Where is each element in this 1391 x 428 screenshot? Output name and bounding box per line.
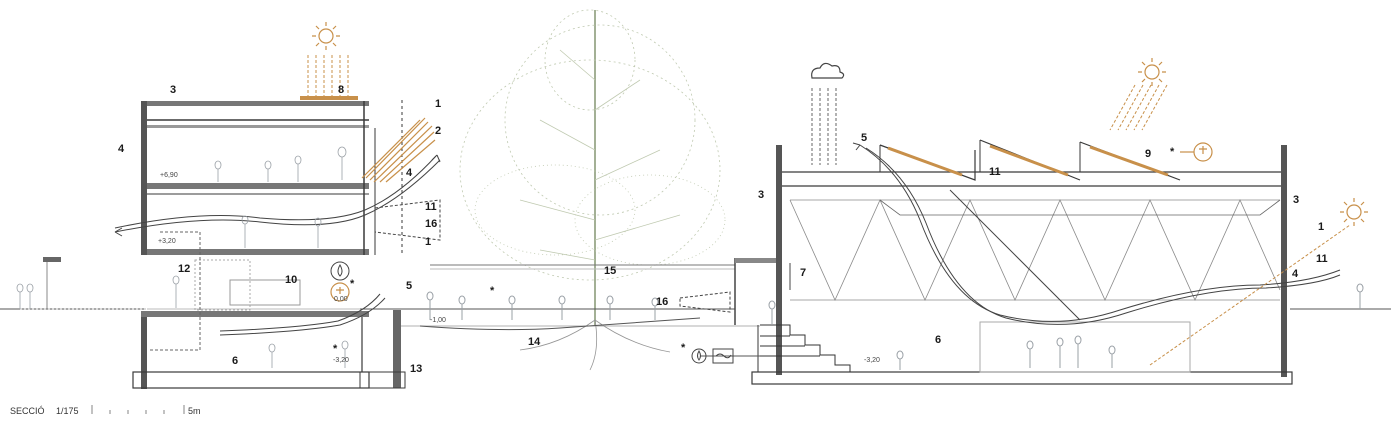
level-mark: +3,20 bbox=[158, 238, 176, 245]
power-plug-icon bbox=[1180, 142, 1213, 162]
level-mark: -3,20 bbox=[333, 357, 349, 364]
ground-line bbox=[0, 257, 1391, 327]
callout-label: 3 bbox=[758, 189, 764, 201]
callout-label: 5 bbox=[861, 132, 867, 144]
right-building bbox=[700, 84, 1364, 385]
callout-label: 5 bbox=[406, 280, 412, 292]
callout-label: 3 bbox=[170, 84, 176, 96]
callout-label: 3 bbox=[1293, 194, 1299, 206]
callout-label: 4 bbox=[118, 143, 125, 155]
level-mark: +6,90 bbox=[160, 172, 178, 179]
callout-label: * bbox=[1170, 146, 1175, 158]
left-building bbox=[16, 55, 441, 389]
callout-label: 15 bbox=[604, 265, 616, 277]
level-mark: -1,00 bbox=[430, 317, 446, 324]
scale-label: 1/175 bbox=[56, 406, 79, 416]
cloud-icon bbox=[811, 62, 845, 79]
level-mark: -3,20 bbox=[864, 357, 880, 364]
level-marks: +6,90 +3,20 0,00 -3,20 -3,20 -1,00 bbox=[158, 172, 880, 364]
scale-bar-end: 5m bbox=[188, 406, 201, 416]
callout-label: 16 bbox=[425, 218, 437, 230]
plaza bbox=[419, 258, 780, 331]
water-drop-icon bbox=[330, 261, 350, 281]
callout-label: 10 bbox=[285, 274, 297, 286]
callout-label: 4 bbox=[406, 167, 413, 179]
callout-label: 7 bbox=[800, 267, 806, 279]
power-plug-icon bbox=[330, 282, 350, 302]
callout-label: 4 bbox=[1292, 268, 1299, 280]
callout-label: 6 bbox=[232, 355, 238, 367]
callout-label: 11 bbox=[425, 201, 437, 213]
water-drop-icon bbox=[691, 348, 707, 364]
callout-label: 16 bbox=[656, 296, 668, 308]
callout-label: 1 bbox=[1318, 221, 1324, 233]
callout-label: 9 bbox=[1145, 148, 1151, 160]
sun-icon bbox=[1340, 198, 1368, 226]
callout-label: 1 bbox=[425, 236, 431, 248]
level-mark: 0,00 bbox=[334, 296, 348, 303]
callout-label: 8 bbox=[338, 84, 344, 96]
callout-label: * bbox=[350, 278, 355, 290]
central-tree bbox=[459, 9, 726, 371]
callout-label: 1 bbox=[435, 98, 441, 110]
callout-label: 2 bbox=[435, 125, 441, 137]
sun-icon bbox=[312, 22, 340, 50]
callout-label: 14 bbox=[528, 336, 541, 348]
callout-label: 13 bbox=[410, 363, 422, 375]
callout-label: 6 bbox=[935, 334, 941, 346]
rainwater-tank-icon bbox=[712, 348, 734, 364]
drawing-caption: SECCIÓ 1/175 5m bbox=[10, 405, 201, 416]
section-title: SECCIÓ bbox=[10, 406, 45, 416]
sun-icon bbox=[1138, 58, 1166, 86]
callout-label: 12 bbox=[178, 263, 190, 275]
callout-label: * bbox=[681, 342, 686, 354]
scale-bar bbox=[91, 405, 185, 414]
callout-label: * bbox=[333, 343, 338, 355]
callout-label: * bbox=[490, 285, 495, 297]
callout-label: 11 bbox=[989, 166, 1001, 178]
callout-labels: 1 2 3 4 8 4 11 16 1 4 12 10 5 6 13 14 15… bbox=[118, 84, 1328, 375]
callout-label: 11 bbox=[1316, 253, 1328, 265]
